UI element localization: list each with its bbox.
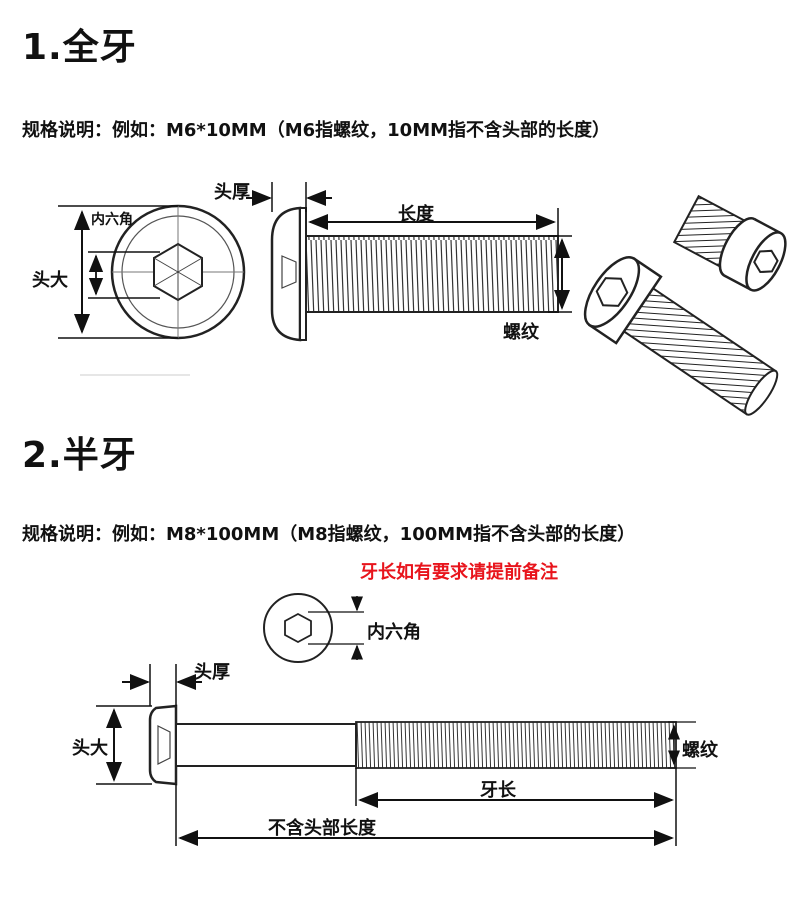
full-thread-3d-screw-small	[672, 194, 787, 292]
inner-hex-label-1: 内六角	[91, 212, 133, 228]
section1-heading: 1.全牙	[22, 27, 137, 68]
head-dia-label-1: 头大	[32, 270, 68, 291]
head-dia-dimension-1	[58, 205, 178, 339]
half-thread-head-front-view	[263, 593, 364, 663]
thread-dimension-2	[668, 721, 696, 769]
full-thread-3d-screw-large	[583, 256, 779, 416]
inner-hex-dimension-1	[88, 251, 160, 299]
head-thick-label-1: 头厚	[214, 182, 250, 203]
length-excl-head-label: 不含头部长度	[268, 818, 376, 839]
thread-length-dimension	[355, 768, 677, 808]
thread-label-1: 螺纹	[503, 322, 539, 343]
length-excl-head-dimension	[175, 784, 677, 846]
thread-length-label: 牙长	[480, 780, 516, 801]
half-thread-side-view	[148, 704, 677, 786]
length-dimension-1	[308, 208, 559, 236]
thread-dimension-1	[548, 235, 572, 313]
thread-label-2: 螺纹	[682, 740, 718, 761]
head-thick-dimension-1	[246, 182, 332, 212]
section2-heading: 2.半牙	[22, 435, 137, 476]
section2-note: 牙长如有要求请提前备注	[360, 562, 558, 583]
head-dia-label-2: 头大	[72, 738, 108, 759]
head-thick-label-2: 头厚	[194, 662, 230, 683]
full-thread-side-view	[270, 206, 559, 342]
section2-spec: 规格说明：例如：M8*100MM（M8指螺纹，100MM指不含头部的长度）	[22, 524, 636, 545]
head-dia-dimension-2	[96, 705, 152, 785]
length-label-1: 长度	[398, 204, 434, 225]
head-thick-dimension-2	[122, 664, 202, 706]
section1-spec: 规格说明：例如：M6*10MM（M6指螺纹，10MM指不含头部的长度）	[22, 120, 611, 141]
inner-hex-label-2: 内六角	[367, 622, 421, 643]
